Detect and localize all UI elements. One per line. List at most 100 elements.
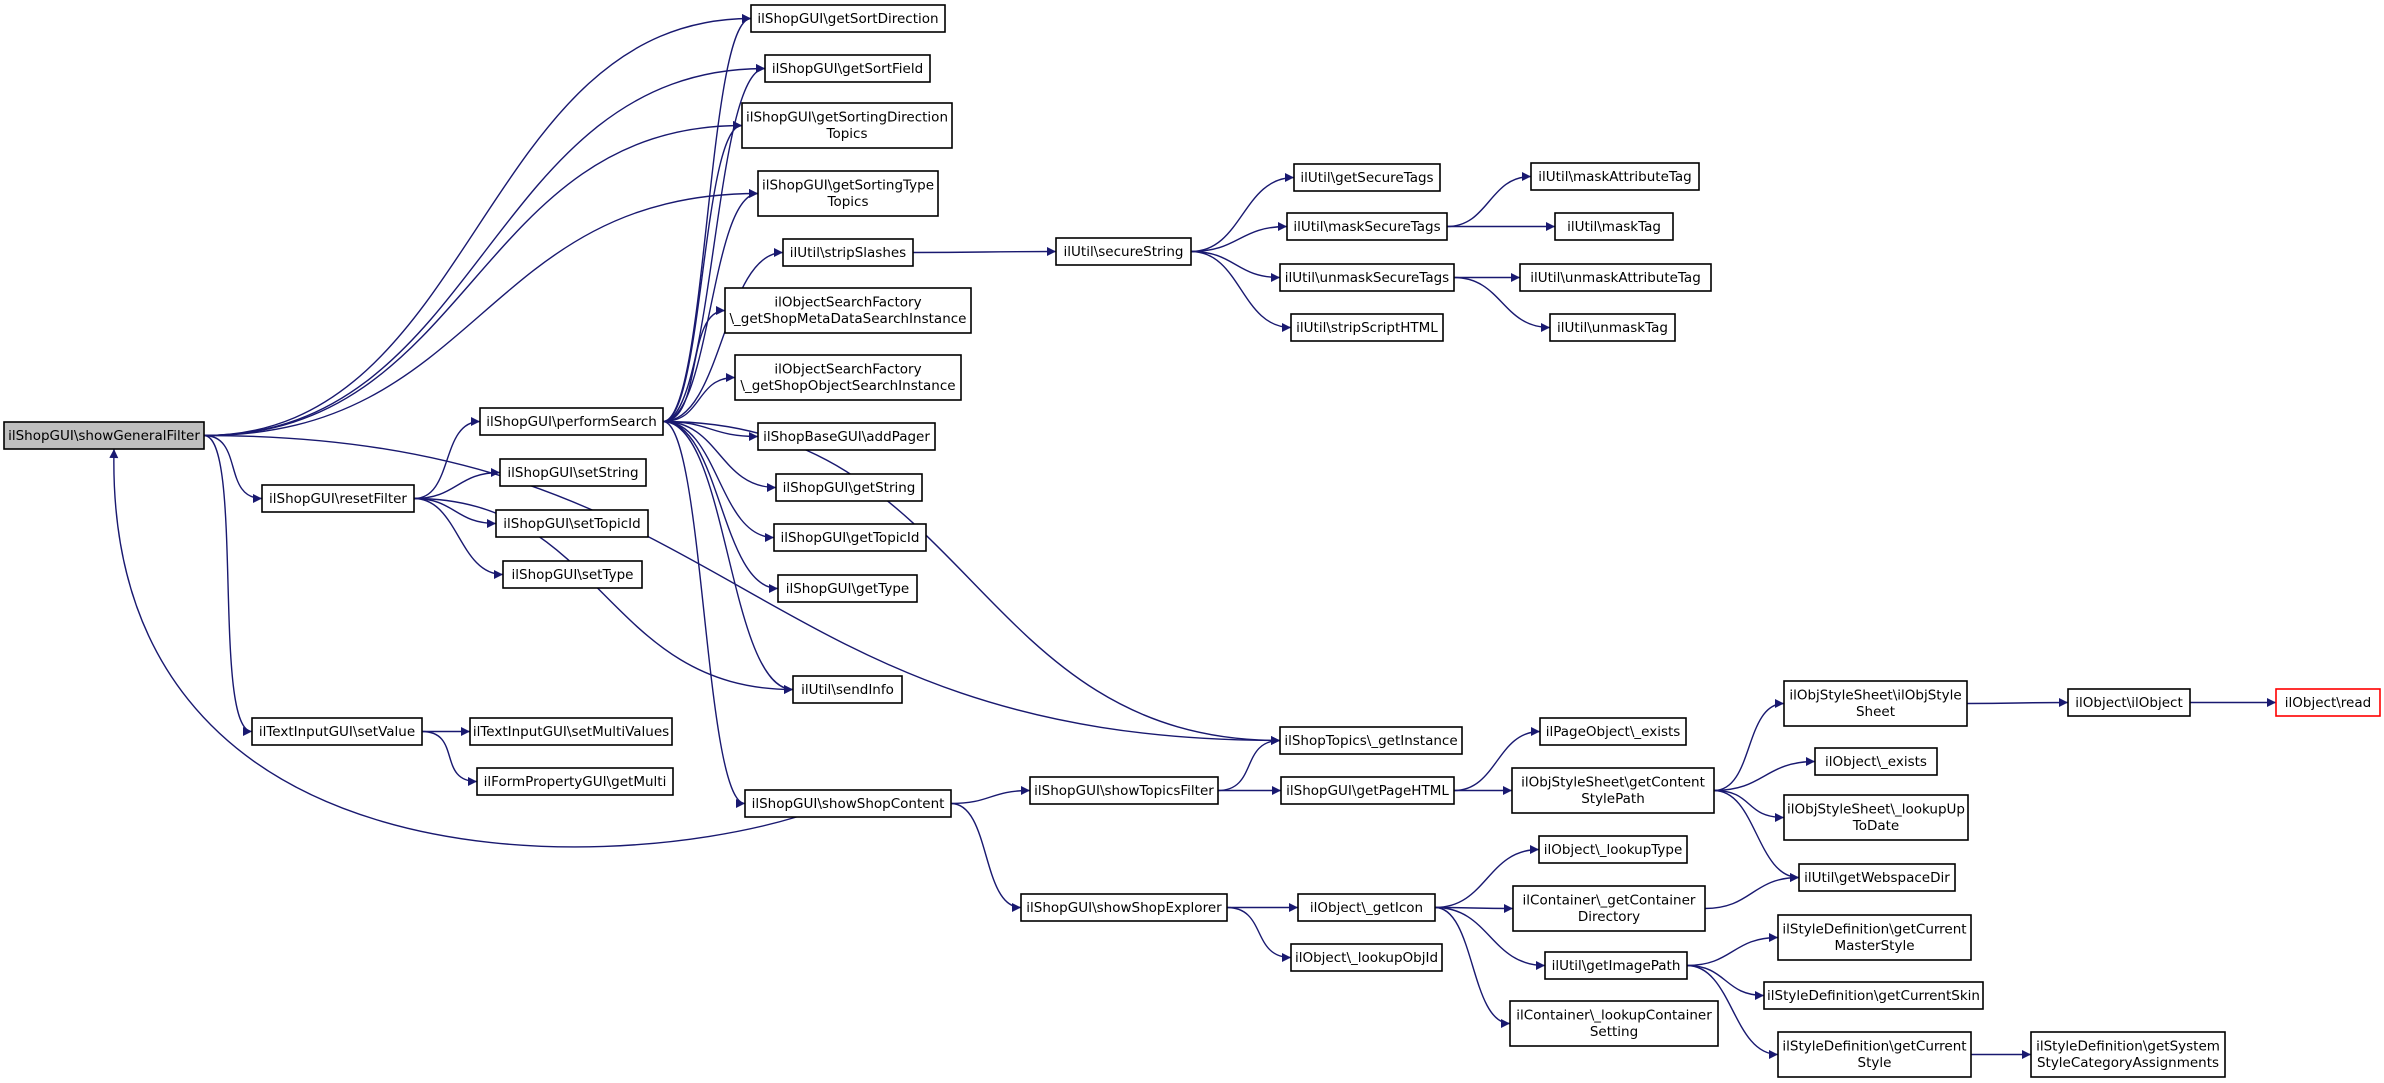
- node-label: ilObjStyleSheet\ilObjStyle: [1789, 688, 1961, 704]
- node-label: ilStyleDefinition\getCurrent: [1782, 1039, 1966, 1055]
- node-get-image-path[interactable]: ilUtil\getImagePath: [1544, 951, 1688, 980]
- node-set-multi-values[interactable]: ilTextInputGUI\setMultiValues: [469, 717, 673, 746]
- node-strip-slashes[interactable]: ilUtil\stripSlashes: [782, 238, 914, 267]
- node-box: [1055, 237, 1192, 266]
- edge-line: [912, 247, 1057, 257]
- node-box: [476, 767, 674, 796]
- node-label: Sheet: [1856, 704, 1895, 720]
- node-box: [469, 717, 673, 746]
- edge-line: [1190, 173, 1295, 253]
- node-il-object-ctor[interactable]: ilObject\ilObject: [2067, 688, 2191, 717]
- edge-perform-search-to-get-shop-meta-data-search-instance: [662, 306, 726, 423]
- node-set-topic-id[interactable]: ilShopGUI\setTopicId: [495, 509, 649, 538]
- node-label: ilTextInputGUI\setMultiValues: [473, 724, 669, 740]
- nodes-layer: ilShopGUI\showGeneralFilter ilShopGUI\get…: [3, 4, 2381, 1078]
- node-get-page-html[interactable]: ilShopGUI\getPageHTML: [1280, 776, 1455, 805]
- node-box: [502, 560, 643, 589]
- node-label: ilUtil\getSecureTags: [1300, 170, 1433, 186]
- node-box: [1777, 1031, 1972, 1078]
- node-set-string[interactable]: ilShopGUI\setString: [499, 458, 647, 487]
- node-box: [1029, 776, 1219, 805]
- node-get-type[interactable]: ilShopGUI\getType: [777, 574, 918, 603]
- node-mask-attribute-tag[interactable]: ilUtil\maskAttributeTag: [1530, 162, 1700, 191]
- node-show-topics-filter[interactable]: ilShopGUI\showTopicsFilter: [1029, 776, 1219, 805]
- node-mask-secure-tags[interactable]: ilUtil\maskSecureTags: [1286, 212, 1448, 241]
- node-show-shop-explorer[interactable]: ilShopGUI\showShopExplorer: [1020, 893, 1228, 922]
- node-unmask-tag[interactable]: ilUtil\unmaskTag: [1549, 313, 1676, 342]
- node-show-general-filter[interactable]: ilShopGUI\showGeneralFilter: [3, 421, 205, 450]
- edge-get-image-path-to-get-current-style: [1686, 964, 1779, 1059]
- node-get-topic-id[interactable]: ilShopGUI\getTopicId: [773, 523, 927, 552]
- node-lookup-type[interactable]: ilObject\_lookupType: [1538, 835, 1688, 864]
- node-get-string[interactable]: ilShopGUI\getString: [775, 473, 923, 502]
- node-lookup-obj-id[interactable]: ilObject\_lookupObjId: [1290, 943, 1443, 972]
- edge-get-content-style-path-to-object-exists: [1713, 757, 1816, 792]
- edge-reset-filter-to-set-type: [413, 497, 504, 579]
- node-get-webspace-dir[interactable]: ilUtil\getWebspaceDir: [1798, 863, 1956, 892]
- edge-line: [203, 434, 253, 736]
- node-il-obj-style-sheet-ctor[interactable]: ilObjStyleSheet\ilObjStyleSheet: [1783, 680, 1968, 727]
- node-get-secure-tags[interactable]: ilUtil\getSecureTags: [1293, 163, 1441, 192]
- node-mask-tag[interactable]: ilUtil\maskTag: [1554, 212, 1674, 241]
- edge-show-general-filter-to-get-instance: [203, 434, 1281, 745]
- node-add-pager[interactable]: ilShopBaseGUI\addPager: [757, 422, 936, 451]
- edge-line: [203, 14, 752, 437]
- node-get-icon[interactable]: ilObject\_getIcon: [1297, 893, 1436, 922]
- node-box: [724, 287, 972, 334]
- edge-line: [1190, 250, 1292, 332]
- node-page-object-exists[interactable]: ilPageObject\_exists: [1539, 717, 1687, 746]
- node-get-instance[interactable]: ilShopTopics\_getInstance: [1279, 726, 1463, 755]
- node-get-multi[interactable]: ilFormPropertyGUI\getMulti: [476, 767, 674, 796]
- node-unmask-secure-tags[interactable]: ilUtil\unmaskSecureTags: [1279, 263, 1455, 292]
- node-secure-string[interactable]: ilUtil\secureString: [1055, 237, 1192, 266]
- edge-line: [662, 420, 1281, 745]
- node-perform-search[interactable]: ilShopGUI\performSearch: [479, 407, 664, 436]
- edge-line: [662, 420, 777, 492]
- node-get-shop-object-search-instance[interactable]: ilObjectSearchFactory\_getShopObjectSear…: [734, 354, 962, 401]
- edge-get-content-style-path-to-il-obj-style-sheet-ctor: [1713, 699, 1785, 792]
- node-show-shop-content[interactable]: ilShopGUI\showShopContent: [744, 789, 952, 818]
- node-box: [1798, 863, 1956, 892]
- edge-secure-string-to-strip-script-html: [1190, 250, 1292, 332]
- node-label: ilObjStyleSheet\_lookupUp: [1787, 802, 1965, 818]
- node-reset-filter[interactable]: ilShopGUI\resetFilter: [261, 484, 415, 513]
- node-get-shop-meta-data-search-instance[interactable]: ilObjectSearchFactory\_getShopMetaDataSe…: [724, 287, 972, 334]
- node-box: [764, 54, 931, 83]
- node-get-sort-direction[interactable]: ilShopGUI\getSortDirection: [750, 4, 946, 33]
- edge-line: [109, 448, 797, 848]
- node-label: ilUtil\secureString: [1064, 244, 1184, 260]
- node-get-current-skin[interactable]: ilStyleDefinition\getCurrentSkin: [1763, 981, 1984, 1010]
- node-unmask-attribute-tag[interactable]: ilUtil\unmaskAttributeTag: [1519, 263, 1712, 292]
- node-label: ilShopGUI\getString: [783, 480, 916, 496]
- node-get-system-style-category-assignments[interactable]: ilStyleDefinition\getSystemStyleCategory…: [2030, 1031, 2226, 1078]
- node-read[interactable]: ilObject\read: [2275, 688, 2381, 717]
- node-strip-script-html[interactable]: ilUtil\stripScriptHTML: [1290, 313, 1444, 342]
- node-get-sort-field[interactable]: ilShopGUI\getSortField: [764, 54, 931, 83]
- node-label: ToDate: [1852, 818, 1899, 834]
- node-label: ilStyleDefinition\getCurrentSkin: [1767, 988, 1980, 1004]
- node-box: [1530, 162, 1700, 191]
- node-label: ilUtil\maskSecureTags: [1293, 219, 1440, 235]
- edge-set-value-to-get-multi: [421, 730, 478, 786]
- edge-reset-filter-to-send-info: [413, 497, 794, 694]
- node-box: [1549, 313, 1676, 342]
- node-send-info[interactable]: ilUtil\sendInfo: [792, 675, 903, 704]
- node-label: ilContainer\_lookupContainer: [1516, 1008, 1712, 1024]
- node-set-type[interactable]: ilShopGUI\setType: [502, 560, 643, 589]
- edge-line: [1446, 172, 1532, 228]
- node-label: ilShopGUI\getType: [786, 581, 910, 597]
- node-box: [1279, 726, 1463, 755]
- node-box: [1763, 981, 1984, 1010]
- node-set-value[interactable]: ilTextInputGUI\setValue: [251, 717, 423, 746]
- node-object-exists[interactable]: ilObject\_exists: [1814, 747, 1938, 776]
- edge-strip-slashes-to-secure-string: [912, 247, 1057, 257]
